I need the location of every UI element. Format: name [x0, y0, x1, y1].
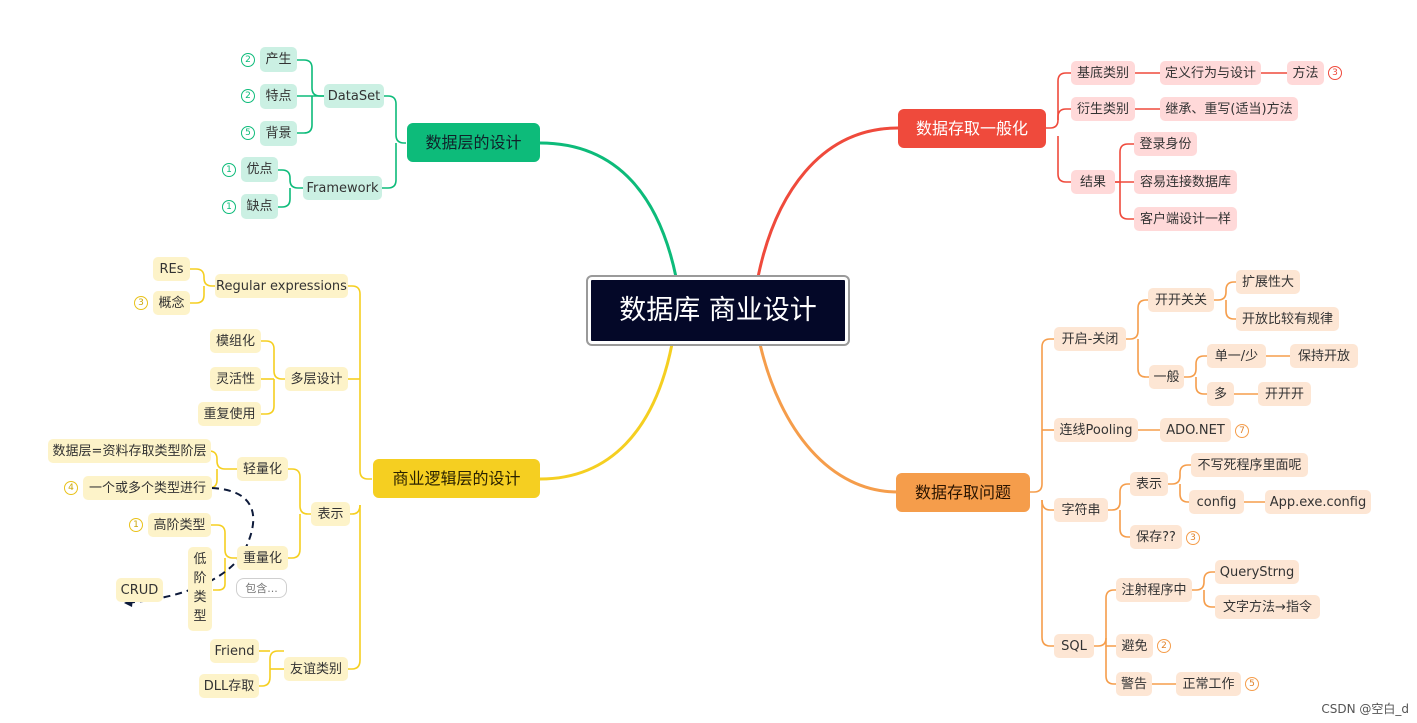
node-crud[interactable]: CRUD — [116, 578, 163, 602]
connector-access-issues — [758, 343, 899, 494]
node-tedian[interactable]: 特点 — [260, 84, 297, 109]
node-avoid[interactable]: 避免 — [1116, 634, 1153, 658]
node-normal-work[interactable]: 正常工作 — [1176, 672, 1241, 696]
node-beijing[interactable]: 背景 — [260, 121, 297, 146]
badge-high-level: 1 — [129, 518, 143, 532]
node-extensibility[interactable]: 扩展性大 — [1236, 270, 1300, 294]
connector-data-layer — [539, 141, 678, 278]
node-injection[interactable]: 注射程序中 — [1116, 578, 1192, 602]
badge-ado-net: 7 — [1235, 424, 1249, 438]
node-one-or-more-types[interactable]: 一个或多个类型进行 — [83, 476, 212, 500]
node-method[interactable]: 方法 — [1287, 61, 1324, 85]
topic-access-general[interactable]: 数据存取一般化 — [898, 109, 1046, 148]
node-save[interactable]: 保存?? — [1130, 525, 1182, 549]
node-kaikaikai[interactable]: 开开开 — [1258, 382, 1311, 406]
orange-connectors — [1030, 281, 1290, 685]
badge-one-or-more: 4 — [64, 481, 78, 495]
badge-tedian: 2 — [241, 89, 255, 103]
badge-youdian: 1 — [222, 163, 236, 177]
node-multi-layer[interactable]: 多层设计 — [285, 367, 348, 391]
yellow-connectors — [190, 268, 372, 687]
node-dll-access[interactable]: DLL存取 — [199, 674, 259, 698]
connector-access-general — [756, 126, 899, 278]
node-modular[interactable]: 模组化 — [210, 329, 261, 353]
node-res[interactable]: REs — [153, 257, 190, 281]
node-inherit-override[interactable]: 继承、重写(适当)方法 — [1160, 97, 1298, 121]
connector-business-logic — [539, 343, 674, 481]
node-high-level-type[interactable]: 高阶类型 — [148, 513, 211, 537]
node-dataset[interactable]: DataSet — [324, 84, 384, 108]
node-quedian[interactable]: 缺点 — [241, 194, 278, 219]
badge-quedian: 1 — [222, 200, 236, 214]
node-client-same[interactable]: 客户端设计一样 — [1134, 207, 1237, 231]
node-flexible[interactable]: 灵活性 — [210, 367, 261, 391]
topic-business-logic[interactable]: 商业逻辑层的设计 — [373, 459, 540, 498]
node-warning[interactable]: 警告 — [1116, 672, 1152, 696]
collapsed-contains[interactable]: 包含... — [236, 578, 287, 598]
node-low-level-type[interactable]: 低阶类型 — [188, 547, 212, 631]
node-login-identity[interactable]: 登录身份 — [1134, 132, 1197, 156]
node-chansheng[interactable]: 产生 — [260, 47, 297, 72]
badge-concept: 3 — [134, 296, 148, 310]
node-friend-class[interactable]: 友谊类别 — [284, 657, 348, 681]
node-represent[interactable]: 表示 — [311, 502, 350, 526]
node-friend[interactable]: Friend — [210, 639, 259, 663]
node-reuse[interactable]: 重复使用 — [198, 402, 261, 426]
node-text-method[interactable]: 文字方法→指令 — [1215, 595, 1320, 619]
node-result[interactable]: 结果 — [1071, 170, 1115, 194]
node-easy-connect[interactable]: 容易连接数据库 — [1134, 170, 1237, 194]
node-many[interactable]: 多 — [1207, 382, 1234, 406]
node-no-hardcode[interactable]: 不写死程序里面呢 — [1191, 453, 1308, 477]
node-youdian[interactable]: 优点 — [241, 157, 278, 182]
badge-save: 3 — [1186, 531, 1200, 545]
node-kaikai-guanguan[interactable]: 开开关关 — [1148, 288, 1214, 312]
node-define-behavior[interactable]: 定义行为与设计 — [1160, 61, 1261, 85]
node-config[interactable]: config — [1189, 490, 1244, 514]
root-topic[interactable]: 数据库 商业设计 — [588, 277, 848, 344]
node-single-few[interactable]: 单一/少 — [1207, 344, 1266, 368]
node-lightweight[interactable]: 轻量化 — [237, 457, 288, 481]
node-base-class[interactable]: 基底类别 — [1071, 61, 1135, 85]
node-string-represent[interactable]: 表示 — [1130, 472, 1168, 496]
node-string[interactable]: 字符串 — [1054, 498, 1108, 522]
node-querystring[interactable]: QueryStrng — [1215, 560, 1299, 584]
node-regex[interactable]: Regular expressions — [215, 274, 348, 298]
node-app-exe-config[interactable]: App.exe.config — [1265, 490, 1371, 514]
green-connectors — [278, 59, 406, 208]
red-connectors — [1046, 72, 1287, 220]
badge-chansheng: 2 — [241, 53, 255, 67]
badge-beijing: 5 — [241, 126, 255, 140]
node-open-close[interactable]: 开启-关闭 — [1054, 327, 1126, 351]
node-heavyweight[interactable]: 重量化 — [237, 546, 288, 570]
node-framework[interactable]: Framework — [303, 176, 382, 200]
node-pooling[interactable]: 连线Pooling — [1054, 418, 1138, 442]
badge-normal-work: 5 — [1245, 677, 1259, 691]
node-ado-net[interactable]: ADO.NET — [1160, 418, 1231, 442]
node-data-layer-hierarchy[interactable]: 数据层=资料存取类型阶层 — [48, 439, 211, 463]
node-concept[interactable]: 概念 — [153, 291, 190, 315]
badge-avoid: 2 — [1157, 639, 1171, 653]
node-sql[interactable]: SQL — [1054, 634, 1094, 658]
node-derived-class[interactable]: 衍生类别 — [1071, 97, 1135, 121]
node-keep-open[interactable]: 保持开放 — [1290, 344, 1358, 368]
watermark: CSDN @空白_d — [1321, 702, 1409, 716]
topic-data-layer[interactable]: 数据层的设计 — [407, 123, 540, 162]
badge-method: 3 — [1328, 66, 1342, 80]
topic-access-issues[interactable]: 数据存取问题 — [896, 473, 1030, 512]
node-open-regular[interactable]: 开放比较有规律 — [1236, 307, 1339, 331]
node-general[interactable]: 一般 — [1149, 365, 1184, 389]
